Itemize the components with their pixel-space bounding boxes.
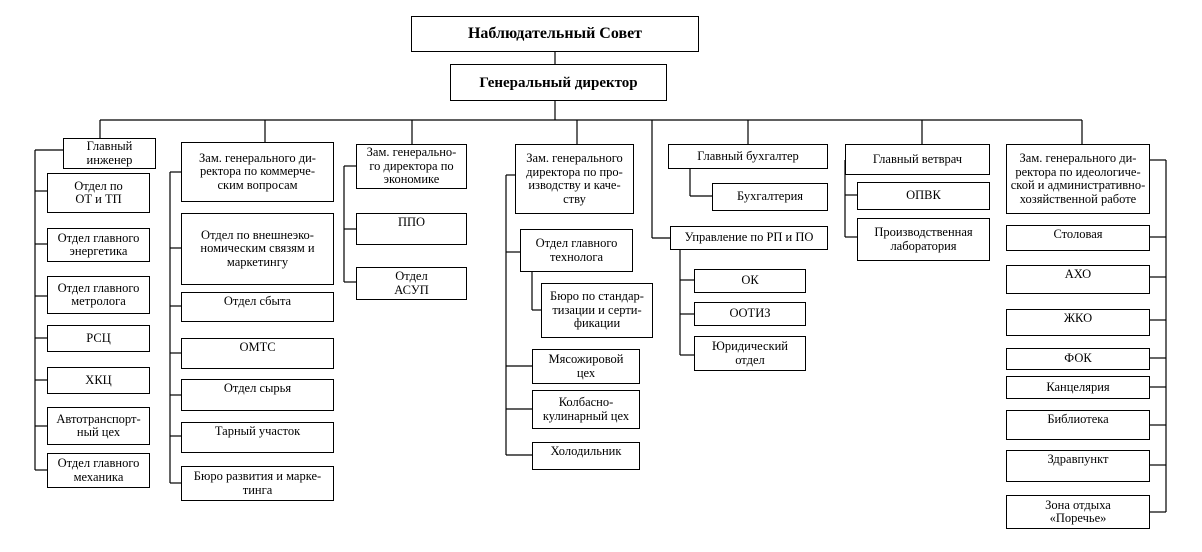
- opvk-box: ОПВК: [857, 182, 990, 210]
- ot-tp-dept-box: Отдел по ОТ и ТП: [47, 173, 150, 213]
- recreation-zone-box: Зона отдыха «Поречье»: [1006, 495, 1150, 529]
- sales-dept-label: Отдел сбыта: [223, 294, 292, 308]
- packaging-section-label: Тарный участок: [214, 424, 301, 438]
- standardization-bureau-box: Бюро по стандар- тизации и серти- фикаци…: [541, 283, 653, 338]
- motor-transport-shop-box: Автотранспорт- ный цех: [47, 407, 150, 445]
- rp-po-management-box: Управление по РП и ПО: [670, 226, 828, 250]
- asup-dept-label: Отдел АСУП: [394, 269, 429, 297]
- library-label: Библиотека: [1047, 412, 1109, 426]
- packaging-section-box: Тарный участок: [181, 422, 334, 453]
- accounting-dept-box: Бухгалтерия: [712, 183, 828, 211]
- general-director-label: Генеральный директор: [479, 74, 638, 91]
- ootiz-label: ООТИЗ: [729, 306, 771, 321]
- meat-fat-shop-box: Мясожировой цех: [532, 349, 640, 384]
- chief-power-engineer-dept-box: Отдел главного энергетика: [47, 228, 150, 262]
- aho-label: АХО: [1064, 267, 1092, 281]
- legal-dept-label: Юридический отдел: [712, 339, 788, 367]
- ot-tp-dept-label: Отдел по ОТ и ТП: [74, 178, 123, 206]
- rp-po-management-label: Управление по РП и ПО: [684, 230, 814, 245]
- sales-dept-box: Отдел сбыта: [181, 292, 334, 322]
- rsc-box: РСЦ: [47, 325, 150, 352]
- accounting-dept-label: Бухгалтерия: [736, 189, 804, 204]
- foreign-economic-dept-box: Отдел по внешнеэко- номическим связям и …: [181, 213, 334, 285]
- zhko-box: ЖКО: [1006, 309, 1150, 336]
- development-marketing-bureau-box: Бюро развития и марке- тинга: [181, 466, 334, 501]
- refrigerator-label: Холодильник: [550, 444, 622, 458]
- motor-transport-shop-label: Автотранспорт- ный цех: [56, 411, 141, 439]
- production-deputy-label: Зам. генерального директора по про- изво…: [526, 151, 623, 206]
- aho-box: АХО: [1006, 265, 1150, 294]
- chancellery-label: Канцелярия: [1046, 379, 1110, 394]
- ideology-deputy-label: Зам. генерального ди- ректора по идеолог…: [1010, 151, 1146, 206]
- ootiz-box: ООТИЗ: [694, 302, 806, 326]
- production-lab-label: Производственная лаборатория: [874, 225, 973, 253]
- opvk-label: ОПВК: [906, 188, 941, 203]
- foreign-economic-dept-label: Отдел по внешнеэко- номическим связям и …: [200, 227, 315, 269]
- chief-engineer-box: Главный инженер: [63, 138, 156, 169]
- sausage-culinary-shop-label: Колбасно- кулинарный цех: [542, 395, 630, 423]
- economics-deputy-box: Зам. генерально- го директора по экономи…: [356, 144, 467, 189]
- general-director-box: Генеральный директор: [450, 64, 667, 101]
- standardization-bureau-label: Бюро по стандар- тизации и серти- фикаци…: [550, 289, 644, 331]
- chief-veterinarian-label: Главный ветврач: [872, 151, 963, 166]
- canteen-label: Столовая: [1053, 227, 1103, 241]
- omts-label: ОМТС: [239, 340, 276, 354]
- meat-fat-shop-label: Мясожировой цех: [548, 352, 624, 380]
- hkc-label: ХКЦ: [85, 372, 112, 387]
- chancellery-box: Канцелярия: [1006, 376, 1150, 399]
- zhko-label: ЖКО: [1063, 311, 1093, 325]
- medical-post-label: Здравпункт: [1047, 452, 1109, 466]
- chief-veterinarian-box: Главный ветврач: [845, 144, 990, 175]
- ideology-deputy-box: Зам. генерального ди- ректора по идеолог…: [1006, 144, 1150, 214]
- library-box: Библиотека: [1006, 410, 1150, 440]
- omts-box: ОМТС: [181, 338, 334, 369]
- chief-technologist-dept-label: Отдел главного технолога: [535, 236, 618, 264]
- legal-dept-box: Юридический отдел: [694, 336, 806, 371]
- production-deputy-box: Зам. генерального директора по про- изво…: [515, 144, 634, 214]
- canteen-box: Столовая: [1006, 225, 1150, 251]
- fok-label: ФОК: [1064, 351, 1092, 366]
- development-marketing-bureau-label: Бюро развития и марке- тинга: [193, 469, 322, 497]
- ppo-label: ППО: [397, 215, 426, 229]
- chief-power-engineer-dept-label: Отдел главного энергетика: [57, 230, 140, 258]
- chief-technologist-dept-box: Отдел главного технолога: [520, 229, 633, 272]
- production-lab-box: Производственная лаборатория: [857, 218, 990, 261]
- raw-materials-dept-label: Отдел сырья: [223, 381, 292, 395]
- asup-dept-box: Отдел АСУП: [356, 267, 467, 300]
- ok-box: ОК: [694, 269, 806, 293]
- medical-post-box: Здравпункт: [1006, 450, 1150, 482]
- chief-metrologist-dept-box: Отдел главного метролога: [47, 276, 150, 314]
- fok-box: ФОК: [1006, 348, 1150, 370]
- rsc-label: РСЦ: [86, 330, 111, 345]
- supervisory-board-box: Наблюдательный Совет: [411, 16, 699, 52]
- commercial-deputy-box: Зам. генерального ди- ректора по коммерч…: [181, 142, 334, 202]
- economics-deputy-label: Зам. генерально- го директора по экономи…: [366, 145, 457, 187]
- chief-metrologist-dept-label: Отдел главного метролога: [57, 280, 140, 308]
- refrigerator-box: Холодильник: [532, 442, 640, 470]
- commercial-deputy-label: Зам. генерального ди- ректора по коммерч…: [199, 150, 316, 192]
- ppo-box: ППО: [356, 213, 467, 245]
- hkc-box: ХКЦ: [47, 367, 150, 394]
- supervisory-board-label: Наблюдательный Совет: [467, 25, 643, 42]
- raw-materials-dept-box: Отдел сырья: [181, 379, 334, 411]
- chief-engineer-label: Главный инженер: [86, 139, 133, 167]
- ok-label: ОК: [741, 273, 759, 288]
- chief-accountant-label: Главный бухгалтер: [697, 148, 799, 163]
- chief-mechanic-dept-box: Отдел главного механика: [47, 453, 150, 488]
- chief-mechanic-dept-label: Отдел главного механика: [57, 456, 140, 484]
- chief-accountant-box: Главный бухгалтер: [668, 144, 828, 169]
- recreation-zone-label: Зона отдыха «Поречье»: [1045, 497, 1111, 525]
- sausage-culinary-shop-box: Колбасно- кулинарный цех: [532, 390, 640, 429]
